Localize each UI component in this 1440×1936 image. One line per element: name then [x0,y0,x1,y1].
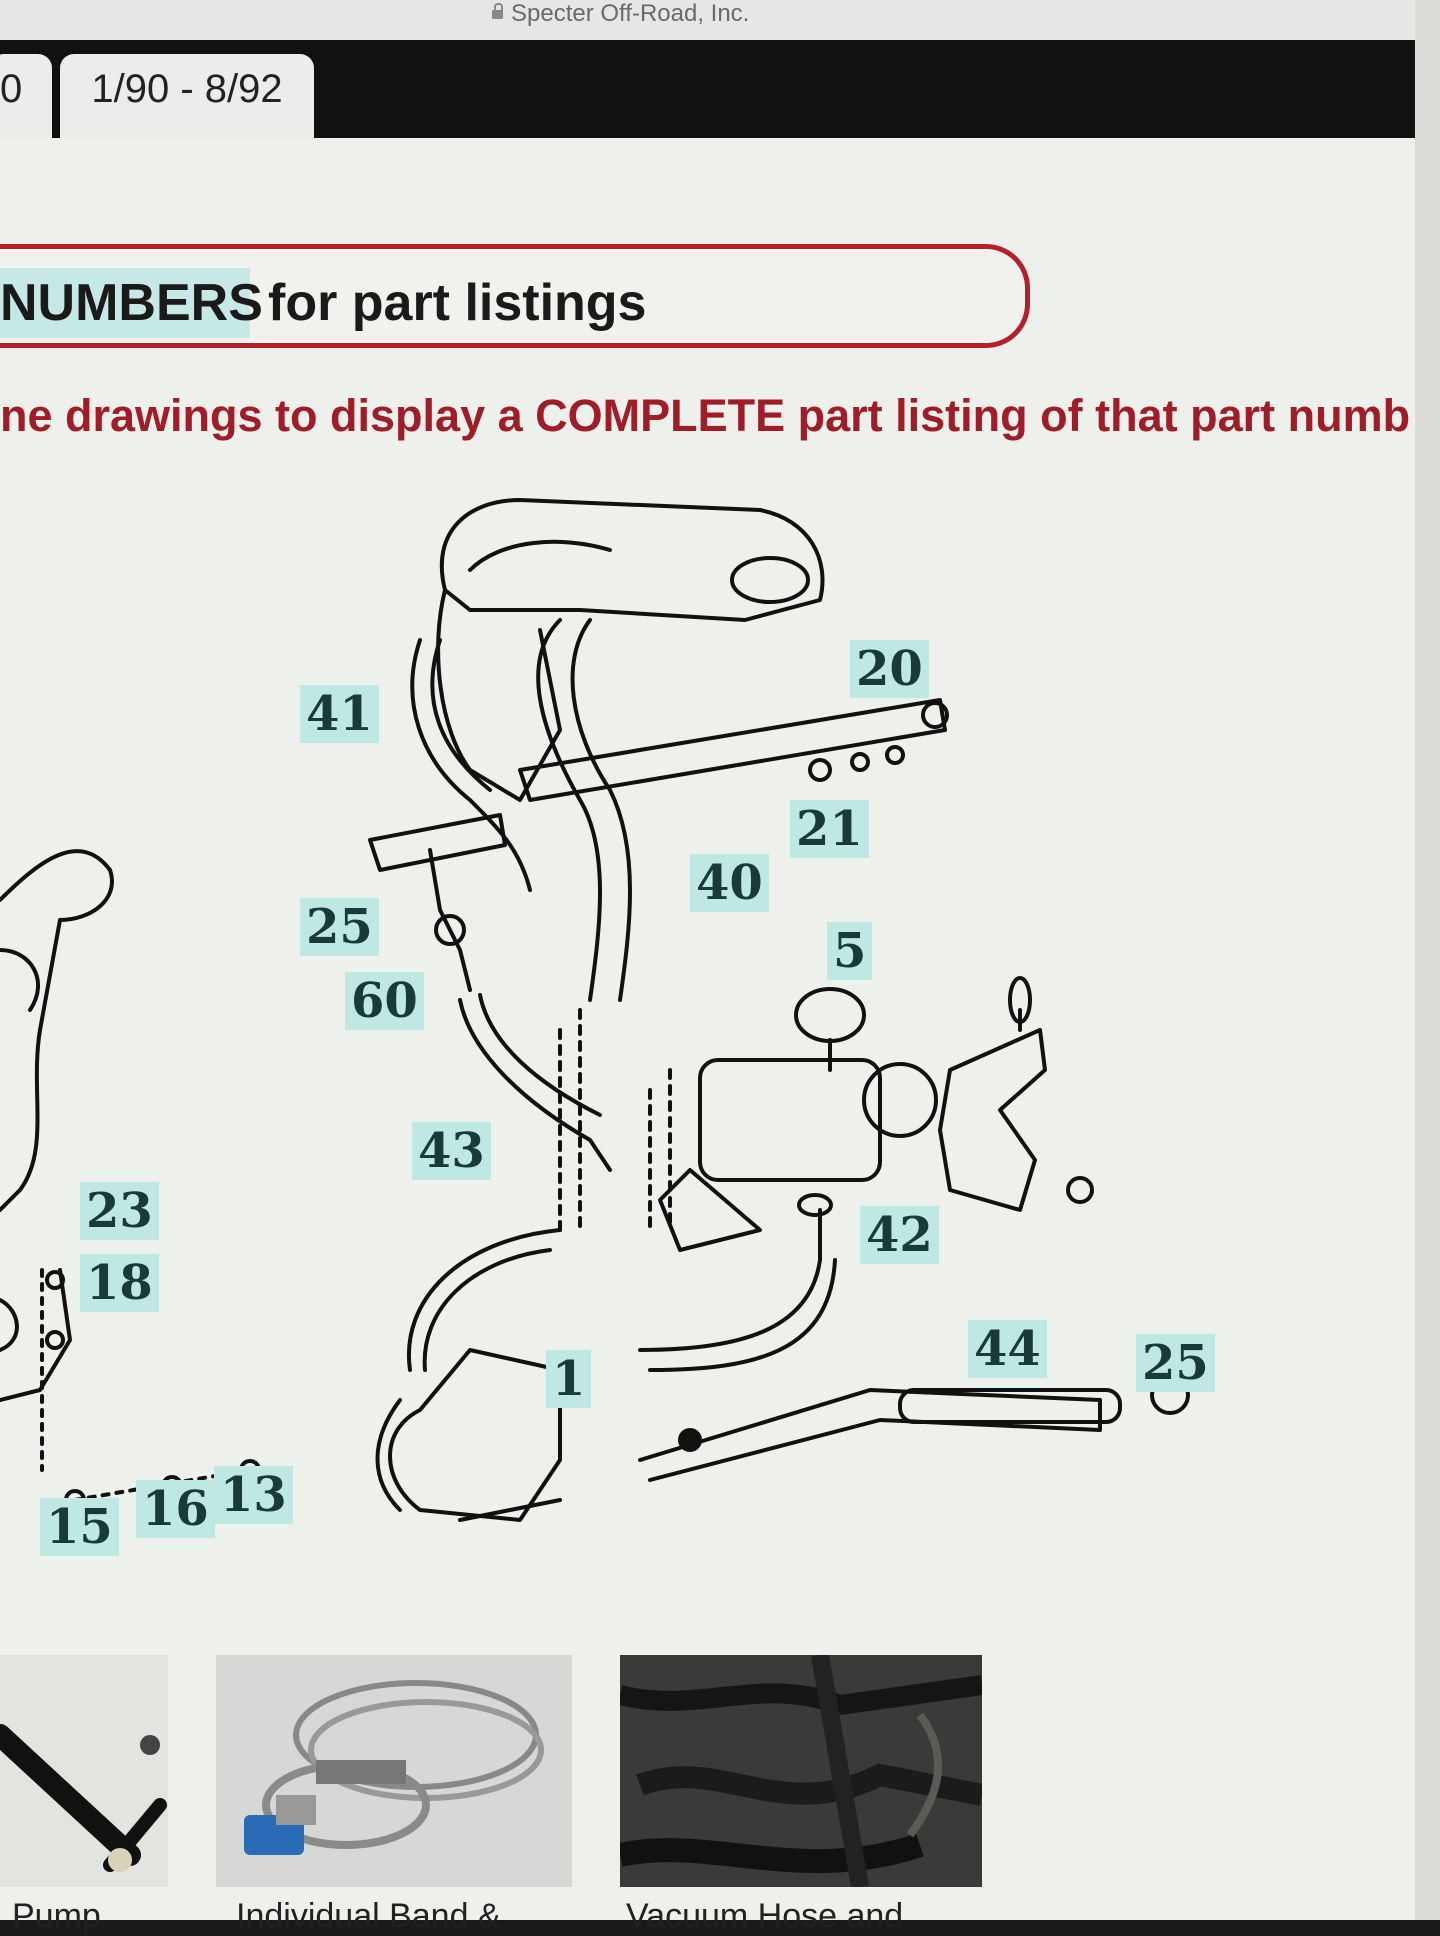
lock-icon [492,3,503,19]
callout-23[interactable]: 23 [80,1182,159,1240]
monitor-bezel [1415,0,1440,1920]
parts-diagram: 20 41 21 40 25 5 60 43 23 18 42 44 25 1 … [0,470,1415,1640]
callout-1[interactable]: 1 [546,1350,592,1408]
header-highlight [0,268,250,338]
callout-42[interactable]: 42 [860,1206,939,1264]
callout-5[interactable]: 5 [827,922,873,980]
callout-43[interactable]: 43 [412,1122,491,1180]
header-highlight-word: NUMBERS [0,274,263,332]
thumbnail-band-clamps-label[interactable]: Individual Band & [236,1897,501,1935]
pump-image [0,1655,168,1887]
thumbnail-band-clamps[interactable] [216,1655,572,1887]
header-rest: for part listings [268,274,647,332]
callout-25-right[interactable]: 25 [1136,1334,1215,1392]
product-thumbnails: Pump Individual Band & Vacuum Hose and [0,1655,1415,1935]
callout-60[interactable]: 60 [345,972,424,1030]
callout-20[interactable]: 20 [850,640,929,698]
callout-15[interactable]: 15 [40,1498,119,1556]
tab-year-prev[interactable]: 0 [0,54,52,138]
thumbnail-pump[interactable] [0,1655,168,1887]
parts-drawing [0,498,1190,1522]
instruction-text: ne drawings to display a COMPLETE part l… [0,390,1411,441]
callout-44[interactable]: 44 [968,1320,1047,1378]
vacuum-hose-image [620,1655,982,1887]
callout-25-left[interactable]: 25 [300,898,379,956]
band-clamp-image [216,1655,572,1887]
year-tab-bar: 0 1/90 - 8/92 [0,40,1415,138]
callout-41[interactable]: 41 [300,685,379,743]
callout-18[interactable]: 18 [80,1254,159,1312]
site-title-text: Specter Off-Road, Inc. [511,0,750,27]
thumbnail-vacuum-hose-label[interactable]: Vacuum Hose and [626,1897,904,1935]
site-title[interactable]: Specter Off-Road, Inc. [492,0,749,28]
browser-address-bar: Specter Off-Road, Inc. [0,0,1415,41]
thumbnail-pump-label[interactable]: Pump [12,1897,101,1935]
callout-13[interactable]: 13 [214,1466,293,1524]
callout-16[interactable]: 16 [136,1480,215,1538]
header-title: NUMBERSfor part listings [0,268,646,338]
callout-40[interactable]: 40 [690,854,769,912]
callout-21[interactable]: 21 [790,800,869,858]
thumbnail-vacuum-hose[interactable] [620,1655,982,1887]
tab-year-range[interactable]: 1/90 - 8/92 [60,54,314,138]
